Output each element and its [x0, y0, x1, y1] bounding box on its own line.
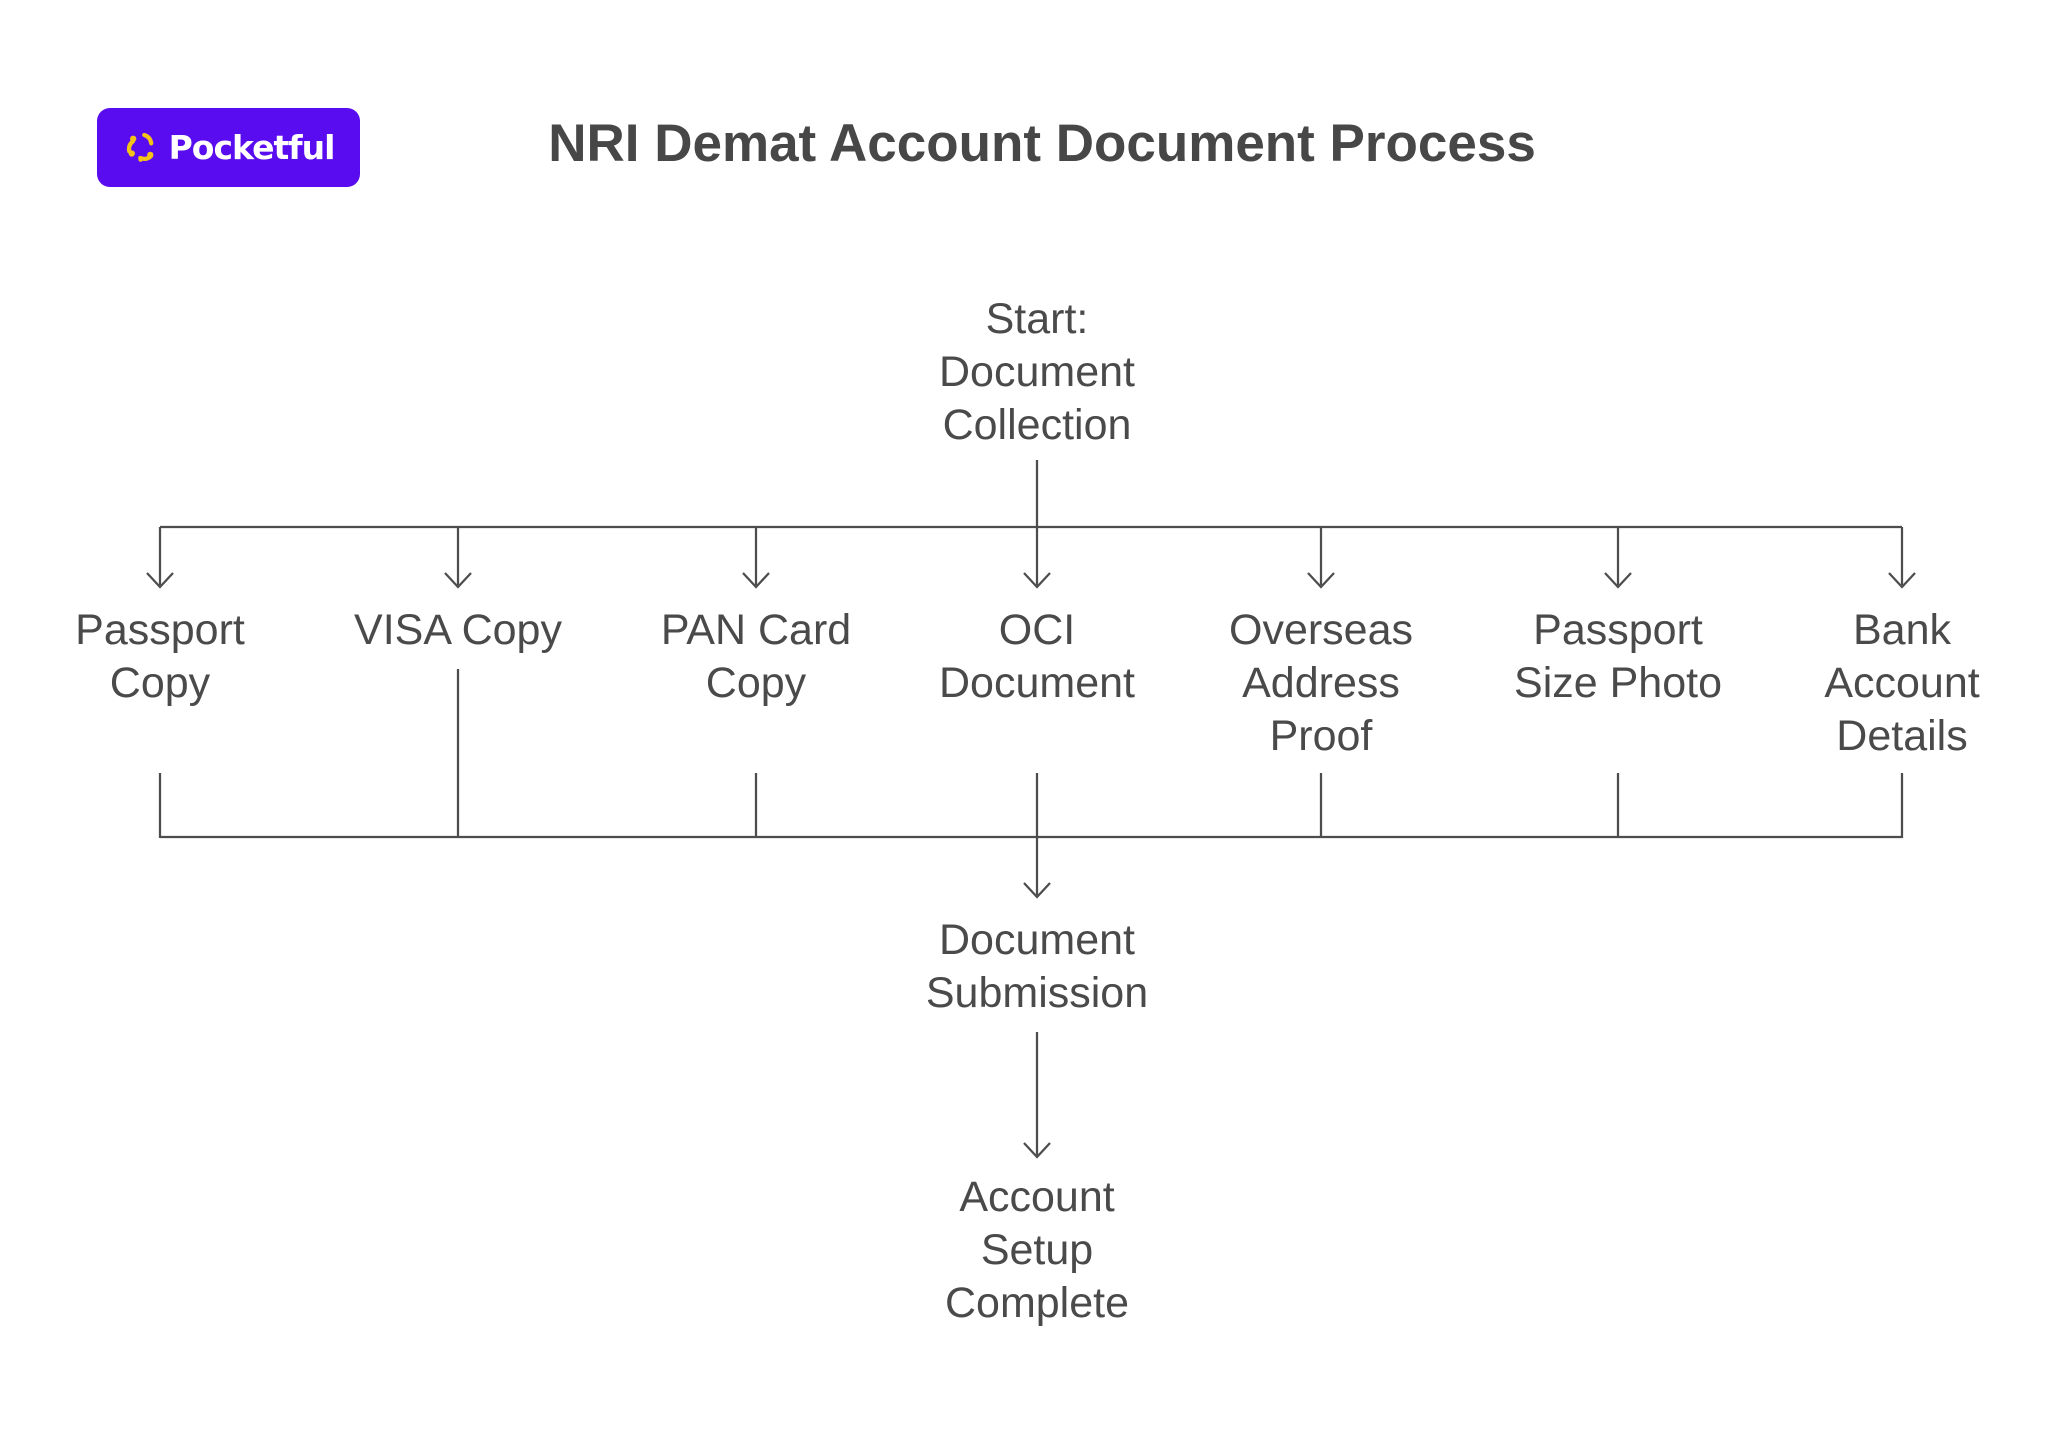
node-line: Complete: [944, 1279, 1130, 1327]
node-line: OCI: [998, 606, 1076, 654]
brand-name: Pocketful: [168, 128, 336, 167]
arrowhead-pan-card-copy: [742, 572, 770, 589]
arrowhead-complete: [1023, 1142, 1051, 1159]
node-bank-account-details: Bank Account Details: [1824, 604, 1979, 763]
node-start-document-collection: Start: Document Collection: [939, 293, 1135, 452]
pocketful-logo: Pocketful: [97, 108, 360, 187]
node-line: Document: [939, 916, 1135, 964]
node-oci-document: OCI Document: [939, 604, 1135, 710]
arrowhead-passport-copy: [146, 572, 174, 589]
node-passport-size-photo: Passport Size Photo: [1514, 604, 1722, 710]
node-line: Size Photo: [1514, 659, 1722, 707]
node-line: PAN Card: [660, 606, 852, 654]
node-passport-copy: Passport Copy: [75, 604, 245, 710]
node-line: Copy: [705, 659, 807, 707]
node-pan-card-copy: PAN Card Copy: [661, 604, 851, 710]
node-document-submission: Document Submission: [926, 914, 1148, 1020]
node-overseas-address-proof: Overseas Address Proof: [1229, 604, 1413, 763]
pocketful-flower-icon: [126, 132, 154, 162]
node-line: Proof: [1269, 712, 1373, 760]
arrowhead-bank-account-details: [1888, 572, 1916, 589]
node-line: Copy: [109, 659, 211, 707]
node-line: Overseas: [1228, 606, 1414, 654]
node-line: Collection: [942, 401, 1132, 449]
node-line: Start:: [985, 295, 1089, 343]
node-line: VISA Copy: [354, 606, 562, 654]
node-line: Bank: [1852, 606, 1951, 654]
arrowhead-oci-document: [1023, 572, 1051, 589]
node-line: Details: [1836, 712, 1968, 760]
node-line: Account: [959, 1173, 1115, 1221]
connector-group: [146, 460, 1916, 1159]
node-account-setup-complete: Account Setup Complete: [945, 1171, 1129, 1330]
node-line: Submission: [925, 969, 1149, 1017]
node-line: Account: [1824, 659, 1980, 707]
node-line: Passport: [1533, 606, 1703, 654]
node-line: Passport: [75, 606, 245, 654]
node-line: Address: [1242, 659, 1400, 707]
node-line: Setup: [980, 1226, 1094, 1274]
arrowhead-overseas-address-proof: [1307, 572, 1335, 589]
arrowhead-submission: [1023, 882, 1051, 899]
node-line: Document: [939, 348, 1135, 396]
page-title: NRI Demat Account Document Process: [548, 114, 1536, 173]
arrowhead-visa-copy: [444, 572, 472, 589]
node-visa-copy: VISA Copy: [354, 604, 562, 657]
node-line: Document: [939, 659, 1135, 707]
arrowhead-passport-size-photo: [1604, 572, 1632, 589]
